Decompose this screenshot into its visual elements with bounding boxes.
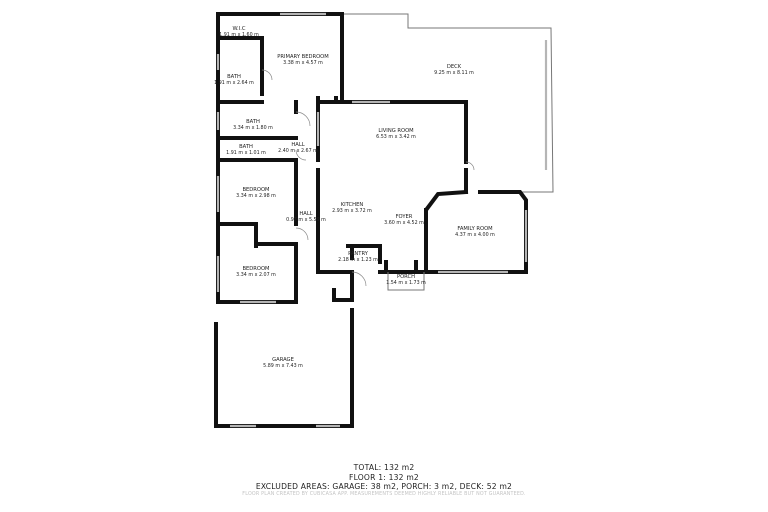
room-dims-garage: 5.89 m x 7.43 m bbox=[263, 363, 303, 369]
room-dims-living-room: 6.53 m x 3.42 m bbox=[376, 134, 416, 140]
room-dims-bath-1: 1.91 m x 2.64 m bbox=[214, 80, 254, 86]
room-name-hall-2: HALL bbox=[299, 211, 312, 217]
deck-outline bbox=[342, 13, 554, 193]
room-name-pantry: PANTRY bbox=[348, 251, 369, 257]
room-dims-deck: 9.25 m x 8.11 m bbox=[434, 70, 474, 76]
room-dims-hall-2: 0.97 m x 5.59 m bbox=[286, 217, 326, 223]
room-name-hall-1: HALL bbox=[291, 142, 304, 148]
room-dims-bath-2: 3.34 m x 1.80 m bbox=[233, 125, 273, 131]
room-dims-hall-1: 2.40 m x 2.67 m bbox=[278, 148, 318, 154]
room-name-bedroom-2: BEDROOM bbox=[242, 266, 269, 272]
room-name-family-room: FAMILY ROOM bbox=[457, 226, 492, 232]
room-dims-porch: 1.54 m x 1.73 m bbox=[386, 280, 426, 286]
room-dims-wlc: 1.91 m x 1.60 m bbox=[219, 32, 259, 38]
room-dims-bedroom-2: 3.34 m x 2.07 m bbox=[236, 272, 276, 278]
room-name-garage: GARAGE bbox=[272, 357, 294, 363]
porch-outline bbox=[387, 272, 425, 291]
floor-area: FLOOR 1: 132 m2 bbox=[349, 472, 419, 482]
room-dims-foyer: 3.60 m x 4.52 m bbox=[384, 220, 424, 226]
area-summary: TOTAL: 132 m2 FLOOR 1: 132 m2 EXCLUDED A… bbox=[0, 463, 768, 492]
disclaimer-footer: FLOOR PLAN CREATED BY CUBICASA APP. MEAS… bbox=[242, 492, 526, 497]
room-dims-bedroom-1: 3.34 m x 2.98 m bbox=[236, 193, 276, 199]
room-name-wlc: W.I.C bbox=[233, 26, 246, 32]
room-name-foyer: FOYER bbox=[396, 214, 413, 220]
room-labels: W.I.C 1.91 m x 1.60 m PRIMARY BEDROOM 3.… bbox=[214, 26, 495, 369]
door-swings bbox=[261, 69, 475, 287]
room-name-bath-2: BATH bbox=[246, 119, 260, 125]
room-name-bedroom-1: BEDROOM bbox=[242, 187, 269, 193]
room-name-living-room: LIVING ROOM bbox=[378, 128, 413, 134]
room-dims-family-room: 4.37 m x 4.00 m bbox=[455, 232, 495, 238]
windows bbox=[216, 12, 528, 428]
room-dims-primary-bedroom: 3.38 m x 4.57 m bbox=[283, 60, 323, 66]
total-area: TOTAL: 132 m2 bbox=[353, 463, 415, 472]
room-dims-bath-3: 1.91 m x 1.01 m bbox=[226, 150, 266, 156]
excluded-areas: EXCLUDED AREAS: GARAGE: 38 m2, PORCH: 3 … bbox=[255, 482, 513, 492]
room-name-primary-bedroom: PRIMARY BEDROOM bbox=[277, 54, 328, 60]
room-name-kitchen: KITCHEN bbox=[341, 202, 364, 208]
room-name-deck: DECK bbox=[447, 64, 462, 70]
room-dims-pantry: 2.18 m x 1.23 m bbox=[338, 257, 378, 263]
room-name-bath-3: BATH bbox=[239, 144, 253, 150]
room-name-bath-1: BATH bbox=[227, 74, 241, 80]
room-name-porch: PORCH bbox=[397, 274, 415, 280]
room-dims-kitchen: 2.93 m x 3.72 m bbox=[332, 208, 372, 214]
